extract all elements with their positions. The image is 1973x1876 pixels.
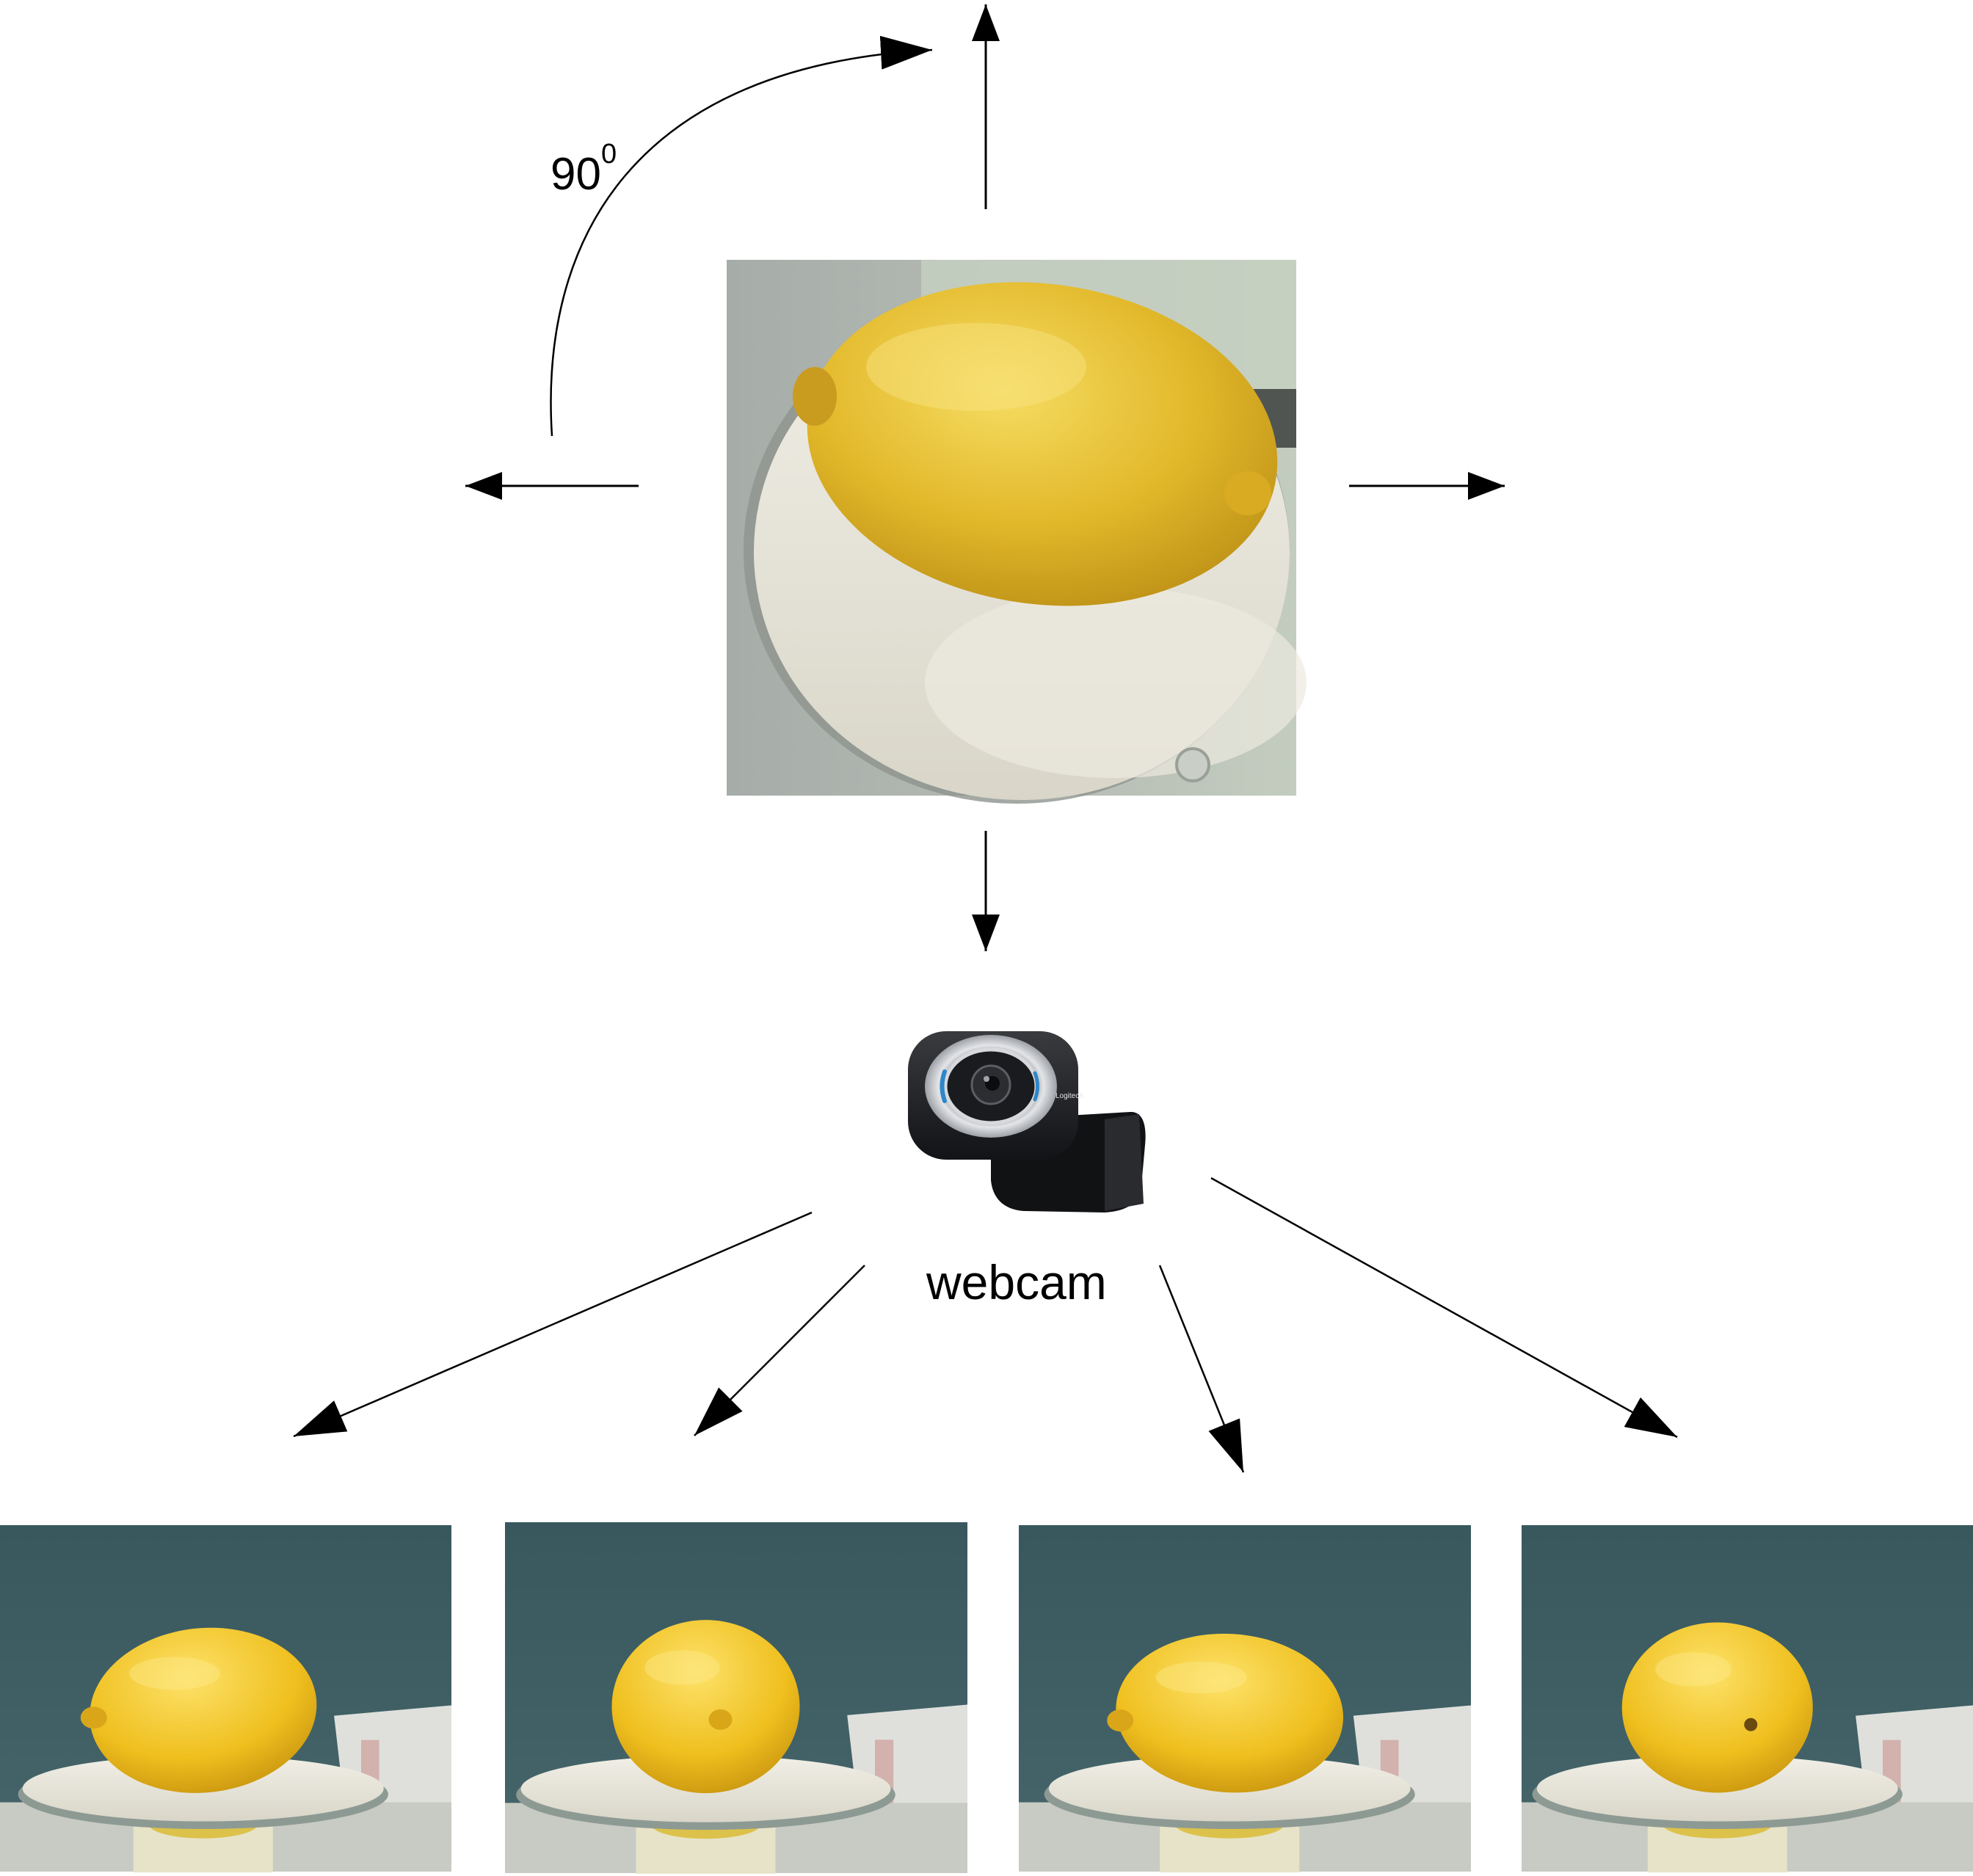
- webcam-label: webcam: [926, 1255, 1107, 1309]
- lemon-side-view-photo: [1019, 1525, 1471, 1873]
- side-view-photos: [0, 1522, 1973, 1874]
- arrow-to-view-1: [293, 1211, 813, 1438]
- lemon-side-view-photo: [0, 1525, 451, 1873]
- lemon-side-view-photo: [1522, 1525, 1973, 1873]
- rotation-arrows: [465, 4, 1505, 951]
- arrow-to-view-3: [1158, 1265, 1245, 1473]
- webcam-logo-text: Logitech: [1055, 1092, 1083, 1100]
- rotation-arc-arrow: [550, 35, 933, 437]
- lemon-side-view-photo: [505, 1522, 967, 1874]
- arrow-to-view-4: [1210, 1177, 1678, 1439]
- lemon-top-view-photo: [727, 260, 1307, 804]
- arrow-to-view-2: [694, 1265, 865, 1436]
- webcam-fanout-arrows: [293, 1177, 1678, 1473]
- rotation-angle-label: 900: [551, 139, 617, 200]
- webcam-icon: Logitech: [908, 1031, 1146, 1213]
